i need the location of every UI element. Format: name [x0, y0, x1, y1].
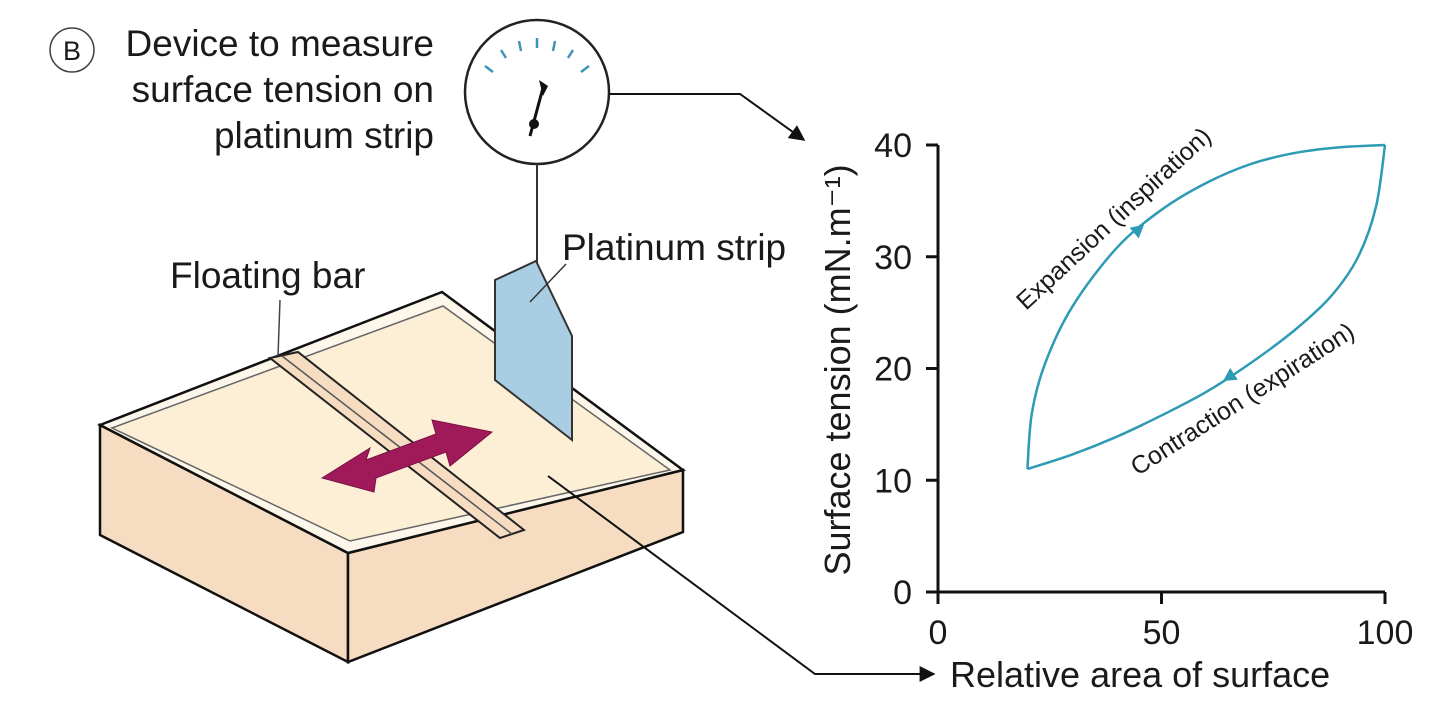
platinum-strip-label: Platinum strip [562, 227, 786, 268]
surface-to-axis-connector [547, 475, 936, 682]
y-tick-label: 40 [874, 127, 912, 165]
double-arrow-icon [320, 419, 494, 493]
chart: 0 10 20 30 40 0 50 100 Expansion (inspiration)… [817, 122, 1413, 695]
series-label-expansion: Expansion (inspiration) [1011, 122, 1217, 315]
floating-bar-label: Floating bar [170, 255, 365, 296]
dial-to-chart-connector [609, 93, 806, 141]
platinum-strip [494, 259, 573, 443]
x-tick-label: 0 [929, 614, 948, 652]
device-label-line-2: surface tension on [132, 69, 434, 110]
trough-tray [96, 290, 686, 665]
x-tick-label: 100 [1357, 614, 1414, 652]
y-axis-label: Surface tension (mN.m⁻¹) [817, 164, 858, 575]
direction-arrow-contraction [1223, 368, 1238, 381]
dial-gauge-icon [463, 18, 611, 166]
x-tick-label: 50 [1143, 614, 1181, 652]
floating-bar-pointer [277, 299, 281, 357]
series-label-contraction: Contraction (expiration) [1126, 317, 1360, 481]
platinum-strip-pointer [529, 263, 567, 303]
y-tick-label: 30 [874, 239, 912, 277]
y-tick-label: 10 [874, 462, 912, 500]
series-line-contraction [1027, 144, 1387, 471]
floating-bar [267, 350, 527, 540]
series-line-expansion [1026, 143, 1386, 470]
device-label-line-3: platinum strip [214, 115, 434, 156]
y-tick-label: 0 [893, 574, 912, 612]
y-tick-label: 20 [874, 351, 912, 389]
panel-badge: B [49, 27, 95, 73]
panel-badge-label: B [63, 36, 81, 66]
device-label-line-1: Device to measure [126, 23, 434, 64]
x-axis-label: Relative area of surface [950, 654, 1330, 695]
direction-arrow-expansion [1129, 224, 1145, 239]
